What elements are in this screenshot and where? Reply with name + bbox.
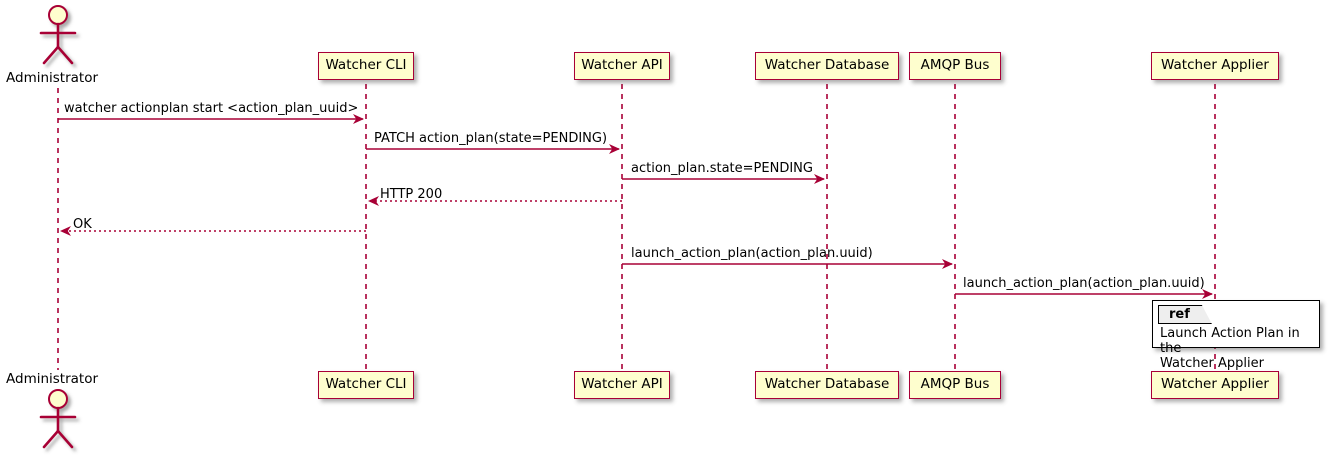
participant-box-watcher-api-bottom[interactable]: Watcher API bbox=[574, 371, 670, 399]
participant-box-watcher-applier-bottom[interactable]: Watcher Applier bbox=[1151, 371, 1279, 399]
participant-label: Watcher Database bbox=[764, 376, 890, 393]
actor-administrator-bottom bbox=[39, 389, 77, 449]
participant-box-watcher-cli-top[interactable]: Watcher CLI bbox=[318, 52, 414, 80]
participant-box-amqp-bus-bottom[interactable]: AMQP Bus bbox=[909, 371, 1001, 399]
message-arrows bbox=[58, 114, 1213, 299]
participant-label: Watcher CLI bbox=[325, 57, 407, 74]
ref-fragment-line-2: Watcher Applier bbox=[1160, 356, 1264, 371]
participant-box-watcher-database-top[interactable]: Watcher Database bbox=[755, 52, 899, 80]
participant-label: Watcher CLI bbox=[325, 376, 407, 393]
message-label-m1: watcher actionplan start <action_plan_uu… bbox=[64, 101, 359, 116]
actor-administrator-top bbox=[39, 5, 77, 65]
message-label-m3: action_plan.state=PENDING bbox=[631, 161, 813, 176]
participant-box-watcher-applier-top[interactable]: Watcher Applier bbox=[1151, 52, 1279, 80]
participant-label: AMQP Bus bbox=[920, 57, 990, 74]
message-label-m7: launch_action_plan(action_plan.uuid) bbox=[963, 276, 1205, 291]
ref-fragment[interactable]: ref Launch Action Plan in the Watcher Ap… bbox=[1152, 300, 1320, 371]
message-label-m2: PATCH action_plan(state=PENDING) bbox=[374, 131, 608, 146]
participant-box-watcher-cli-bottom[interactable]: Watcher CLI bbox=[318, 371, 414, 399]
participant-label: AMQP Bus bbox=[920, 376, 990, 393]
participant-label: Watcher Applier bbox=[1161, 57, 1269, 74]
lifelines bbox=[57, 84, 1216, 370]
participant-box-watcher-database-bottom[interactable]: Watcher Database bbox=[755, 371, 899, 399]
ref-fragment-operator-label: ref bbox=[1169, 307, 1190, 322]
actor-label-administrator-bottom: Administrator bbox=[6, 371, 99, 387]
participant-label: Watcher API bbox=[581, 57, 663, 74]
participant-box-watcher-api-top[interactable]: Watcher API bbox=[574, 52, 670, 80]
participant-label: Watcher Applier bbox=[1161, 376, 1269, 393]
message-label-m6: launch_action_plan(action_plan.uuid) bbox=[631, 246, 873, 261]
message-label-m4: HTTP 200 bbox=[380, 187, 443, 202]
message-label-m5: OK bbox=[73, 217, 92, 232]
participant-box-amqp-bus-top[interactable]: AMQP Bus bbox=[909, 52, 1001, 80]
ref-fragment-body: Launch Action Plan in the Watcher Applie… bbox=[1160, 326, 1313, 371]
participant-label: Watcher Database bbox=[764, 57, 890, 74]
actor-label-administrator-top: Administrator bbox=[6, 70, 99, 86]
ref-fragment-line-1: Launch Action Plan in the bbox=[1160, 326, 1300, 356]
participant-label: Watcher API bbox=[581, 376, 663, 393]
ref-fragment-operator-tab: ref bbox=[1158, 305, 1212, 324]
